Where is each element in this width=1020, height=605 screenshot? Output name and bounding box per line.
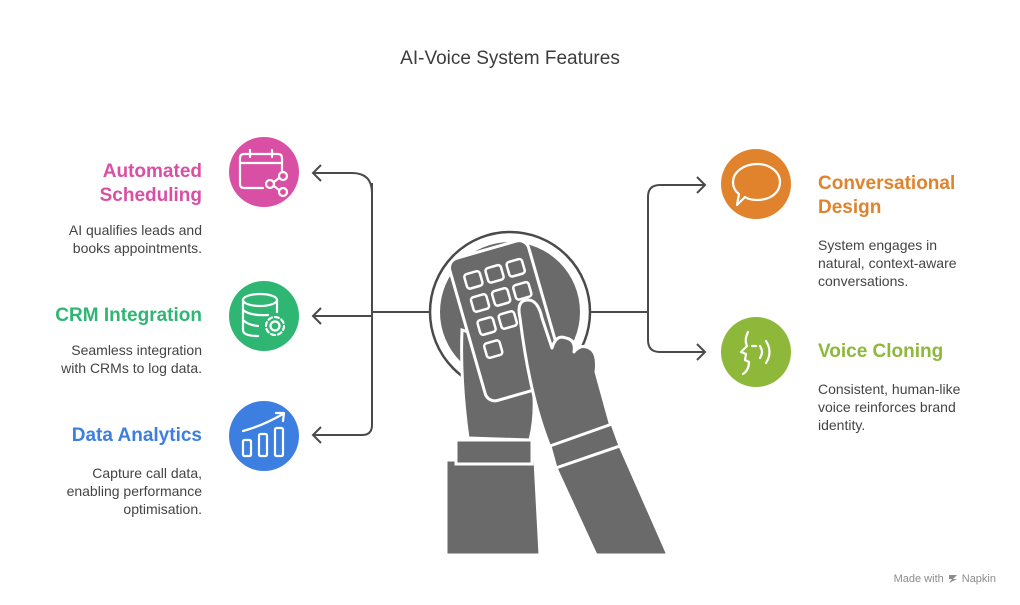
voice-circle [721,317,791,387]
conversational-title: Conversational Design [818,173,956,218]
diagram-title: AI-Voice System Features [400,48,620,69]
crm-circle [229,281,299,351]
conversational-circle [721,149,791,219]
arrow-scheduling [311,164,322,182]
speaking-head-icon [739,330,771,376]
conversational-desc: System engages in natural, context-aware… [818,237,957,289]
analytics-title: Data Analytics [71,425,202,446]
arrow-crm [311,307,322,325]
connector-analytics [313,183,373,436]
footer-brand: Napkin [961,573,996,585]
bar-chart-trend-icon [241,411,286,458]
connector-conversational [647,184,705,312]
analytics-desc: Capture call data, enabling performance … [66,465,202,517]
footer-label: Made with [893,573,944,585]
arrow-analytics [311,426,322,444]
arrow-voice [696,343,707,361]
connector-voice [647,339,705,353]
hand-holding-phone-icon [428,230,671,557]
speech-bubble-icon [731,162,782,207]
connector-scheduling [313,172,373,194]
voice-title: Voice Cloning [818,341,944,362]
napkin-logo-icon [948,575,957,583]
calendar-share-icon [238,148,289,198]
arrow-conversational [696,176,707,194]
connectors [311,164,707,444]
footer-credit[interactable]: Made with Napkin [894,573,996,585]
voice-desc: Consistent, human-like voice reinforces … [818,381,961,433]
scheduling-title: Automated Scheduling [99,161,202,206]
analytics-circle [229,401,299,471]
scheduling-circle [229,137,299,207]
scheduling-desc: AI qualifies leads and books appointment… [68,222,202,256]
crm-desc: Seamless integration with CRMs to log da… [61,342,202,376]
database-gear-icon [241,292,286,338]
crm-title: CRM Integration [55,305,202,326]
